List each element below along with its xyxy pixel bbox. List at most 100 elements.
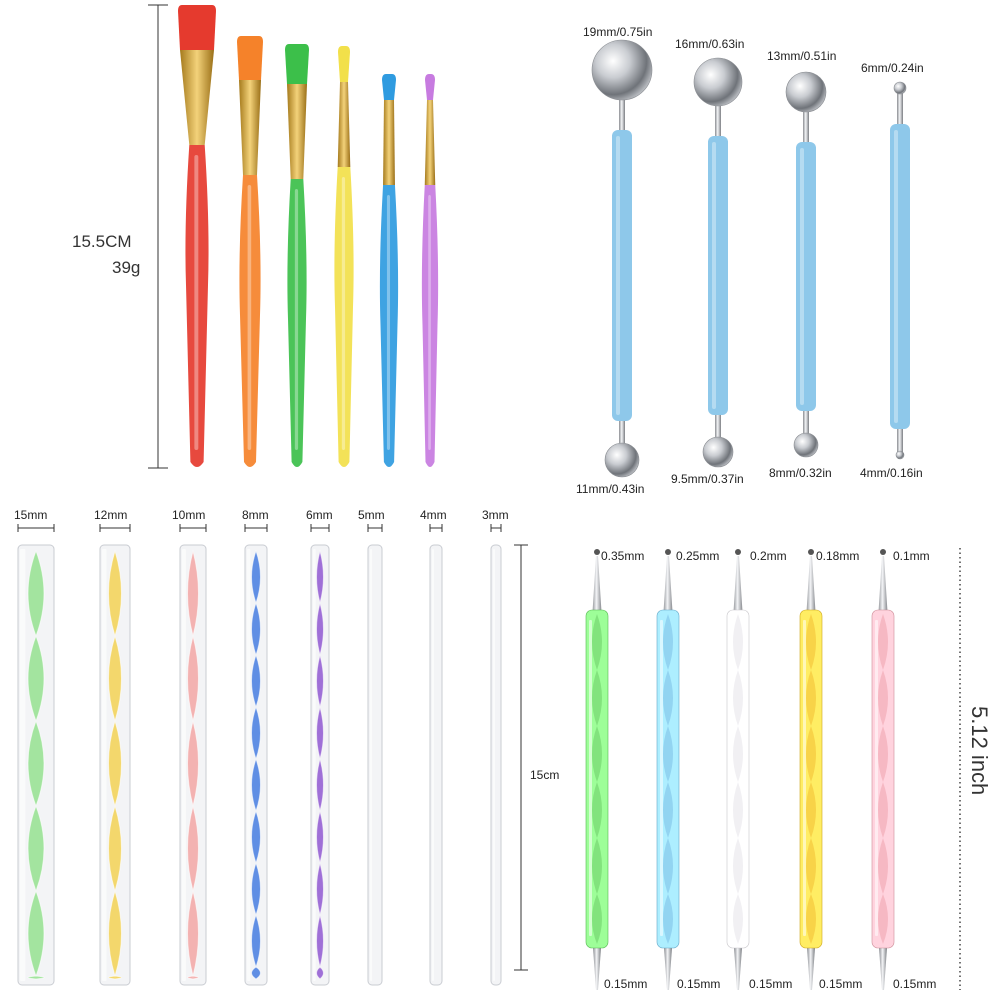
rod-size-6: 5mm	[358, 508, 385, 522]
stylus-ball-small	[895, 450, 905, 460]
brush-handle	[379, 185, 399, 467]
ball-stylus-tools	[591, 39, 910, 478]
brush-bristles	[285, 44, 309, 84]
ball-top-size-1: 19mm/0.75in	[583, 25, 653, 39]
dot-bottom-size-5: 0.15mm	[893, 977, 937, 991]
rod-highlight	[247, 549, 251, 981]
stylus-handle	[796, 142, 816, 411]
stylus-handle	[612, 130, 632, 421]
rod-body	[429, 544, 443, 986]
rod-size-4: 8mm	[242, 508, 269, 522]
rod-size-5: 6mm	[306, 508, 333, 522]
dotting-ball-top	[808, 549, 814, 555]
rod-twist-stripes	[27, 549, 45, 980]
dot-bottom-size-1: 0.15mm	[604, 977, 648, 991]
stylus-shaft-top	[897, 92, 903, 126]
brush-bristles	[338, 46, 350, 82]
rod-highlight	[182, 549, 186, 981]
rod-twist-color	[187, 551, 199, 979]
dotting-handle-twist	[878, 614, 888, 944]
dotting-handle-twist	[592, 614, 602, 944]
stylus-ball-large	[893, 81, 907, 95]
stylus-handle-highlight	[616, 136, 620, 415]
ball-top-size-2: 16mm/0.63in	[675, 37, 745, 51]
brush-ferrule	[337, 82, 351, 167]
rod-size-8: 3mm	[482, 508, 509, 522]
dotting-handle-highlight	[589, 620, 592, 936]
stylus-handle	[708, 136, 728, 415]
brush-handle	[239, 175, 261, 467]
mandala-rod	[244, 524, 268, 986]
mandala-rod	[310, 524, 330, 986]
dotting-handle-twist	[663, 614, 673, 944]
rod-highlight	[432, 549, 434, 981]
dot-bottom-size-4: 0.15mm	[819, 977, 863, 991]
ball-stylus	[785, 71, 827, 458]
ball-stylus	[591, 39, 653, 478]
dotting-ball-top	[594, 549, 600, 555]
dotting-tip-top	[592, 556, 602, 620]
brush-length-label: 15.5CM	[72, 232, 132, 251]
rod-twist-stripes	[187, 549, 199, 980]
dotting-ball-top	[735, 549, 741, 555]
stylus-ball-small	[702, 436, 734, 468]
dotting-tip-top	[806, 556, 816, 620]
mandala-rod	[17, 524, 55, 986]
dotting-tip-bottom	[807, 948, 815, 990]
dotting-tip-top	[878, 556, 888, 620]
dotting-handle-highlight	[660, 620, 663, 936]
dotting-ball-top	[880, 549, 886, 555]
brush-weight-label: 39g	[112, 258, 141, 277]
rod-highlight	[20, 549, 26, 981]
brush-handle-highlight	[247, 185, 252, 450]
brush-handle	[421, 185, 439, 467]
stylus-shaft-bottom	[803, 407, 809, 435]
dotting-tool	[726, 549, 750, 990]
stylus-handle-highlight	[894, 130, 898, 423]
rod-size-2: 12mm	[94, 508, 128, 522]
dotting-handle-highlight	[803, 620, 806, 936]
brush-handle	[334, 167, 354, 467]
stylus-shaft-bottom	[619, 417, 625, 445]
dotting-tip-bottom	[593, 948, 601, 990]
stylus-shaft-top	[715, 104, 721, 138]
rod-twist-stripes	[316, 549, 324, 980]
stylus-shaft-top	[619, 98, 625, 132]
dotting-tip-top	[733, 556, 743, 620]
dot-top-size-4: 0.18mm	[816, 549, 860, 563]
dotting-handle-highlight	[730, 620, 733, 936]
dot-bottom-size-2: 0.15mm	[677, 977, 721, 991]
stylus-handle	[890, 124, 910, 429]
rod-highlight	[102, 549, 107, 981]
stylus-ball-large	[591, 39, 653, 101]
rod-size-1: 15mm	[14, 508, 48, 522]
brush-handle	[287, 179, 307, 467]
stylus-handle-highlight	[800, 148, 804, 405]
brush-ferrule	[383, 100, 395, 185]
ball-bottom-size-2: 9.5mm/0.37in	[671, 472, 744, 486]
rods-length-label: 15cm	[530, 768, 560, 782]
ball-top-size-4: 6mm/0.24in	[861, 61, 924, 75]
rod-highlight	[370, 549, 373, 981]
rod-size-3: 10mm	[172, 508, 206, 522]
dotting-length-label: 5.12 inch	[967, 706, 992, 796]
rod-highlight	[493, 549, 495, 981]
dotting-ball-top	[665, 549, 671, 555]
rods-measure-line	[514, 544, 528, 971]
dotting-tool	[585, 549, 609, 990]
stylus-shaft-bottom	[715, 411, 721, 439]
brush-handle-highlight	[194, 155, 199, 450]
rod-size-7: 4mm	[420, 508, 447, 522]
dotting-tool	[871, 549, 895, 990]
stylus-shaft-top	[803, 110, 809, 144]
mandala-rod	[429, 524, 443, 986]
dotting-tip-bottom	[879, 948, 887, 990]
dot-bottom-size-3: 0.15mm	[749, 977, 793, 991]
rod-twist-color	[28, 551, 44, 979]
dotting-handle-twist	[733, 614, 743, 944]
dot-top-size-2: 0.25mm	[676, 549, 720, 563]
brush-handle-highlight	[386, 195, 391, 450]
ball-stylus	[890, 81, 910, 460]
dotting-handle-twist	[806, 614, 816, 944]
